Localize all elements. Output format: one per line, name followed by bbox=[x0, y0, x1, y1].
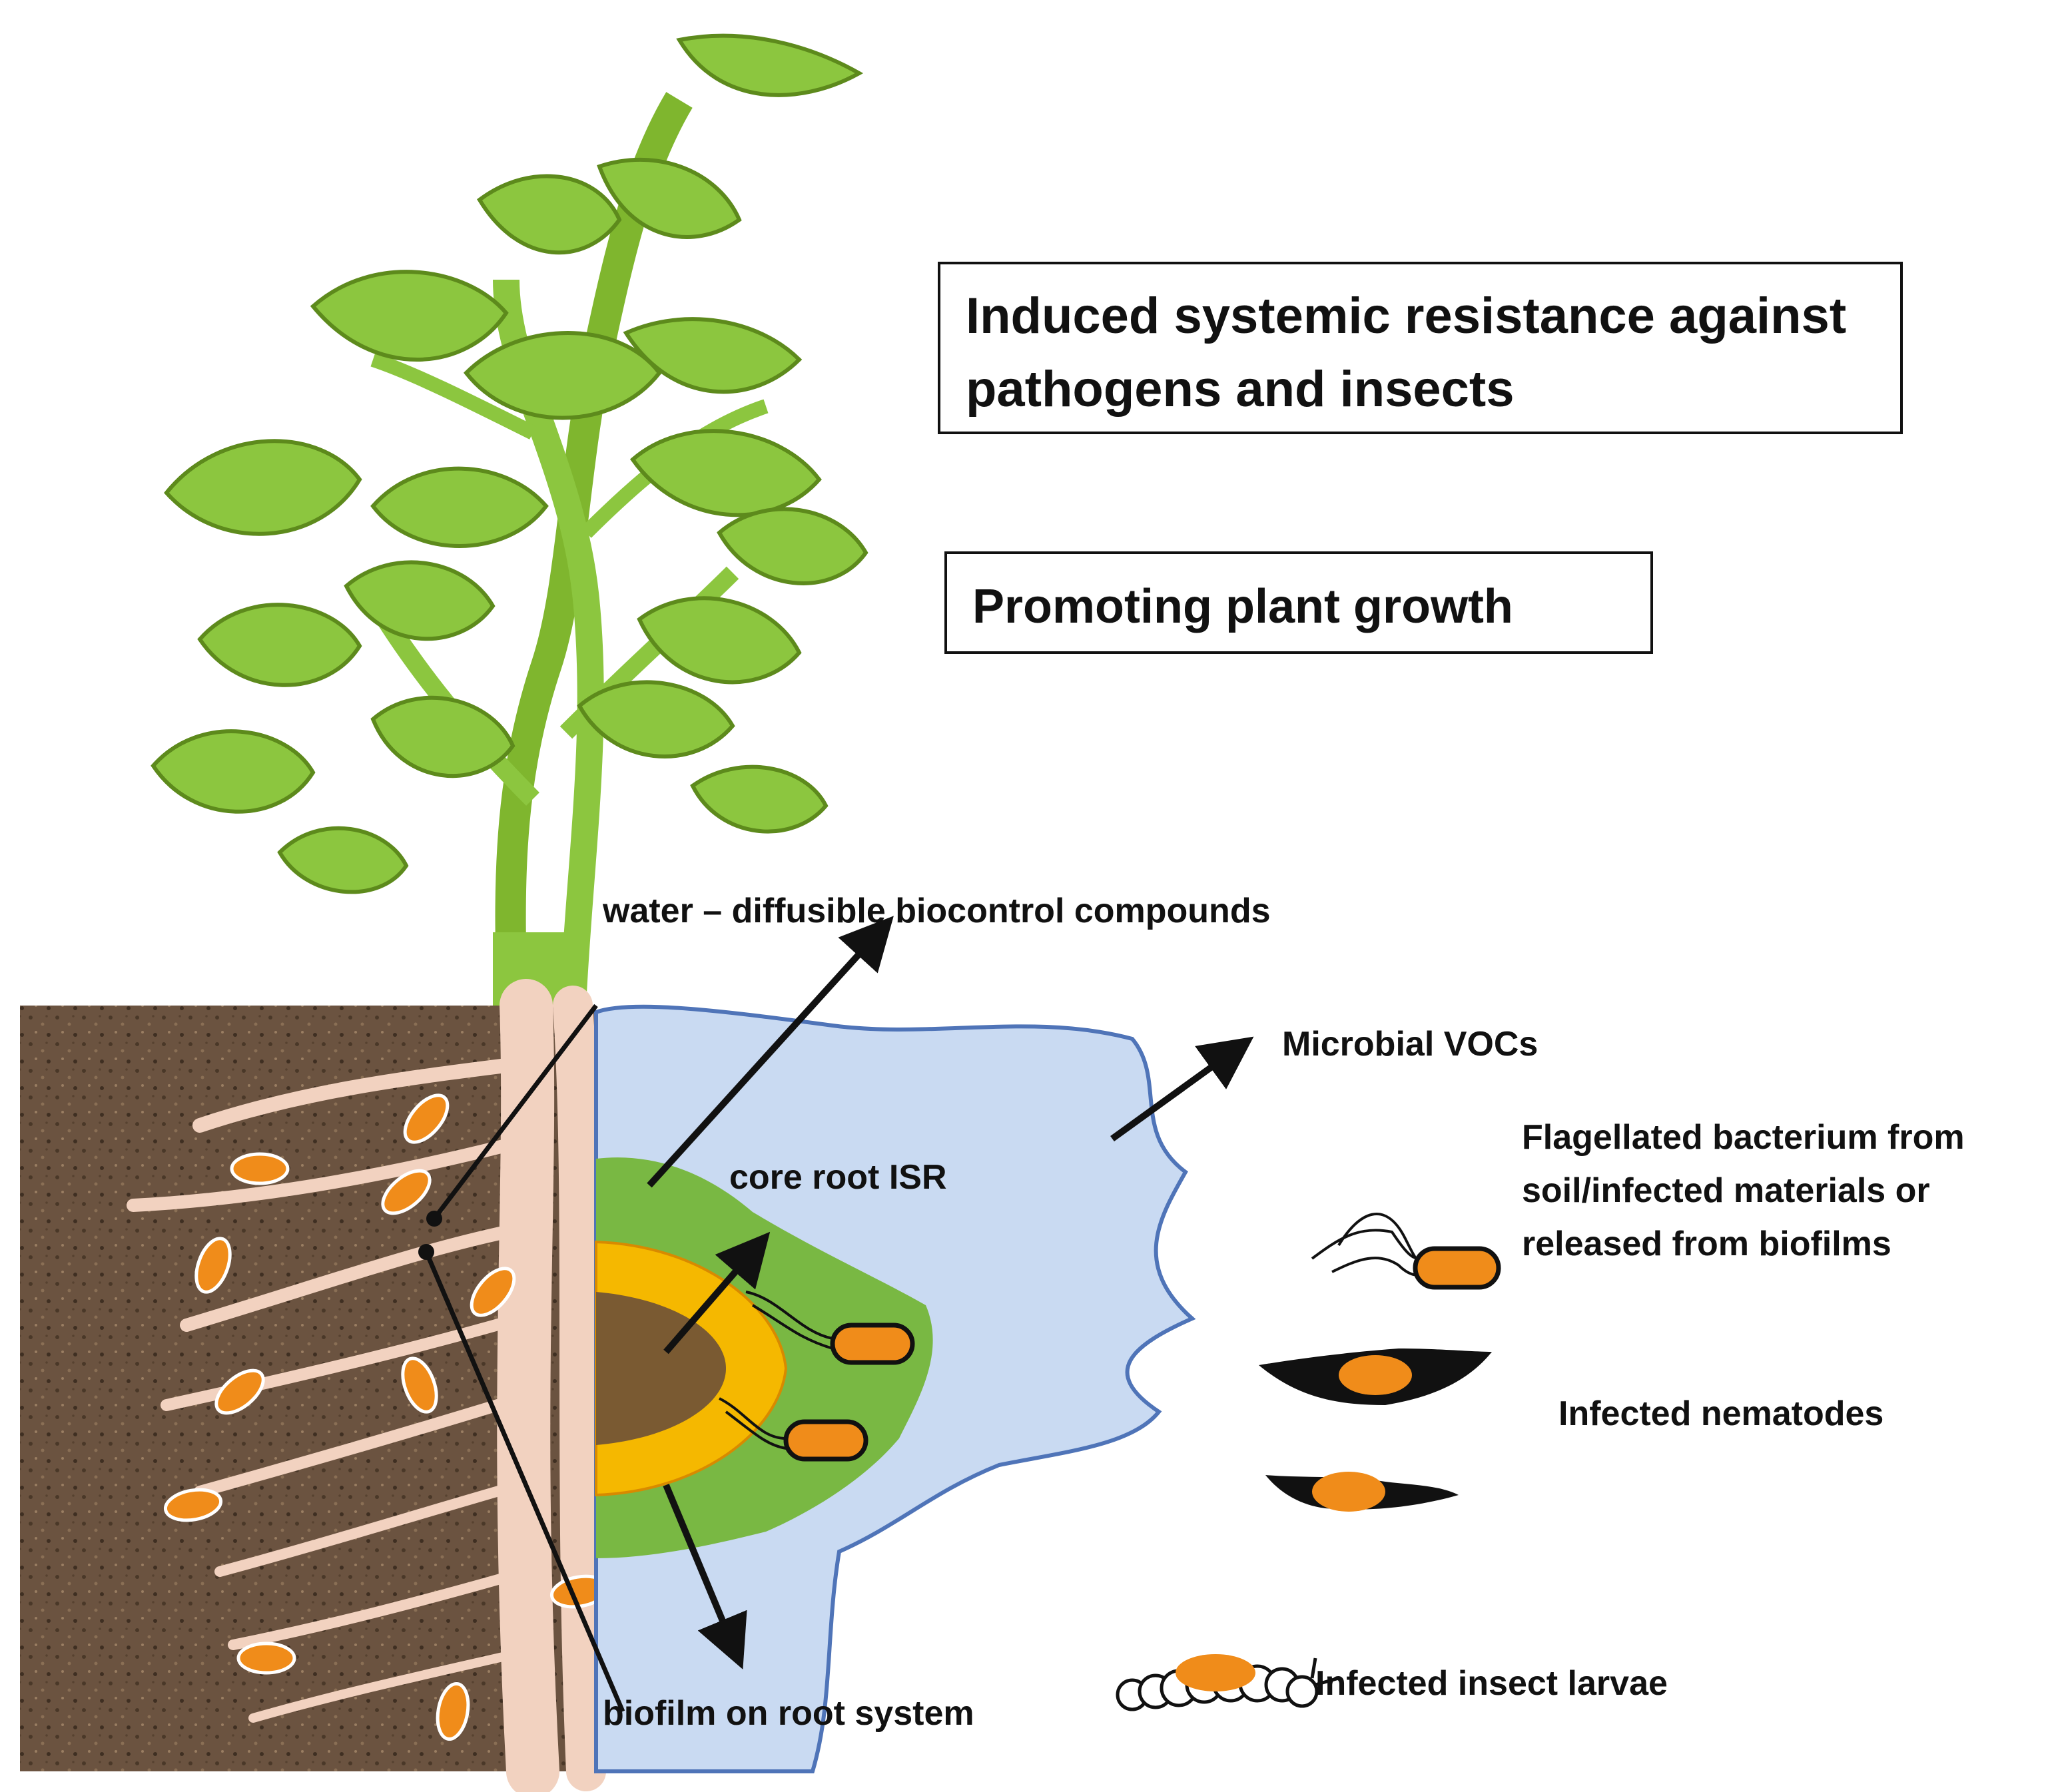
isr-line2: pathogens and insects bbox=[966, 361, 1515, 418]
plant bbox=[151, 33, 868, 1007]
arrows bbox=[647, 916, 1254, 1669]
nematode-lower bbox=[1265, 1472, 1459, 1512]
leaves bbox=[151, 33, 868, 894]
core-root-label: core root ISR bbox=[729, 1158, 947, 1197]
soil-bacteria bbox=[163, 1093, 609, 1741]
isr-line1: Induced systemic resistance against bbox=[966, 288, 1846, 344]
flagellated-label-3: released from biofilms bbox=[1522, 1225, 1891, 1263]
water-label: water – diffusible biocontrol compounds bbox=[602, 892, 1271, 930]
root-system bbox=[127, 979, 645, 1792]
flagellated-label-2: soil/infected materials or bbox=[1522, 1171, 1930, 1210]
vocs-label: Microbial VOCs bbox=[1282, 1025, 1538, 1063]
isr-box bbox=[938, 262, 1903, 434]
nematode-upper bbox=[1259, 1348, 1492, 1405]
growth-box bbox=[944, 551, 1653, 654]
insect-larva bbox=[1116, 1654, 1339, 1711]
callout-dot-lower bbox=[418, 1244, 434, 1260]
biofilm-label: biofilm on root system bbox=[603, 1694, 974, 1733]
callout-lines bbox=[424, 1004, 625, 1713]
callout-dot-upper bbox=[426, 1211, 442, 1227]
biofilm-bacteria bbox=[719, 1291, 915, 1462]
larvae-label: Infected insect larvae bbox=[1315, 1664, 1668, 1703]
nematodes-label: Infected nematodes bbox=[1558, 1394, 1883, 1433]
flagellated-label-1: Flagellated bacterium from bbox=[1522, 1118, 1965, 1157]
flagellated-bacterium bbox=[1311, 1213, 1501, 1290]
growth-label: Promoting plant growth bbox=[972, 580, 1513, 633]
core-root-center bbox=[596, 1292, 726, 1445]
